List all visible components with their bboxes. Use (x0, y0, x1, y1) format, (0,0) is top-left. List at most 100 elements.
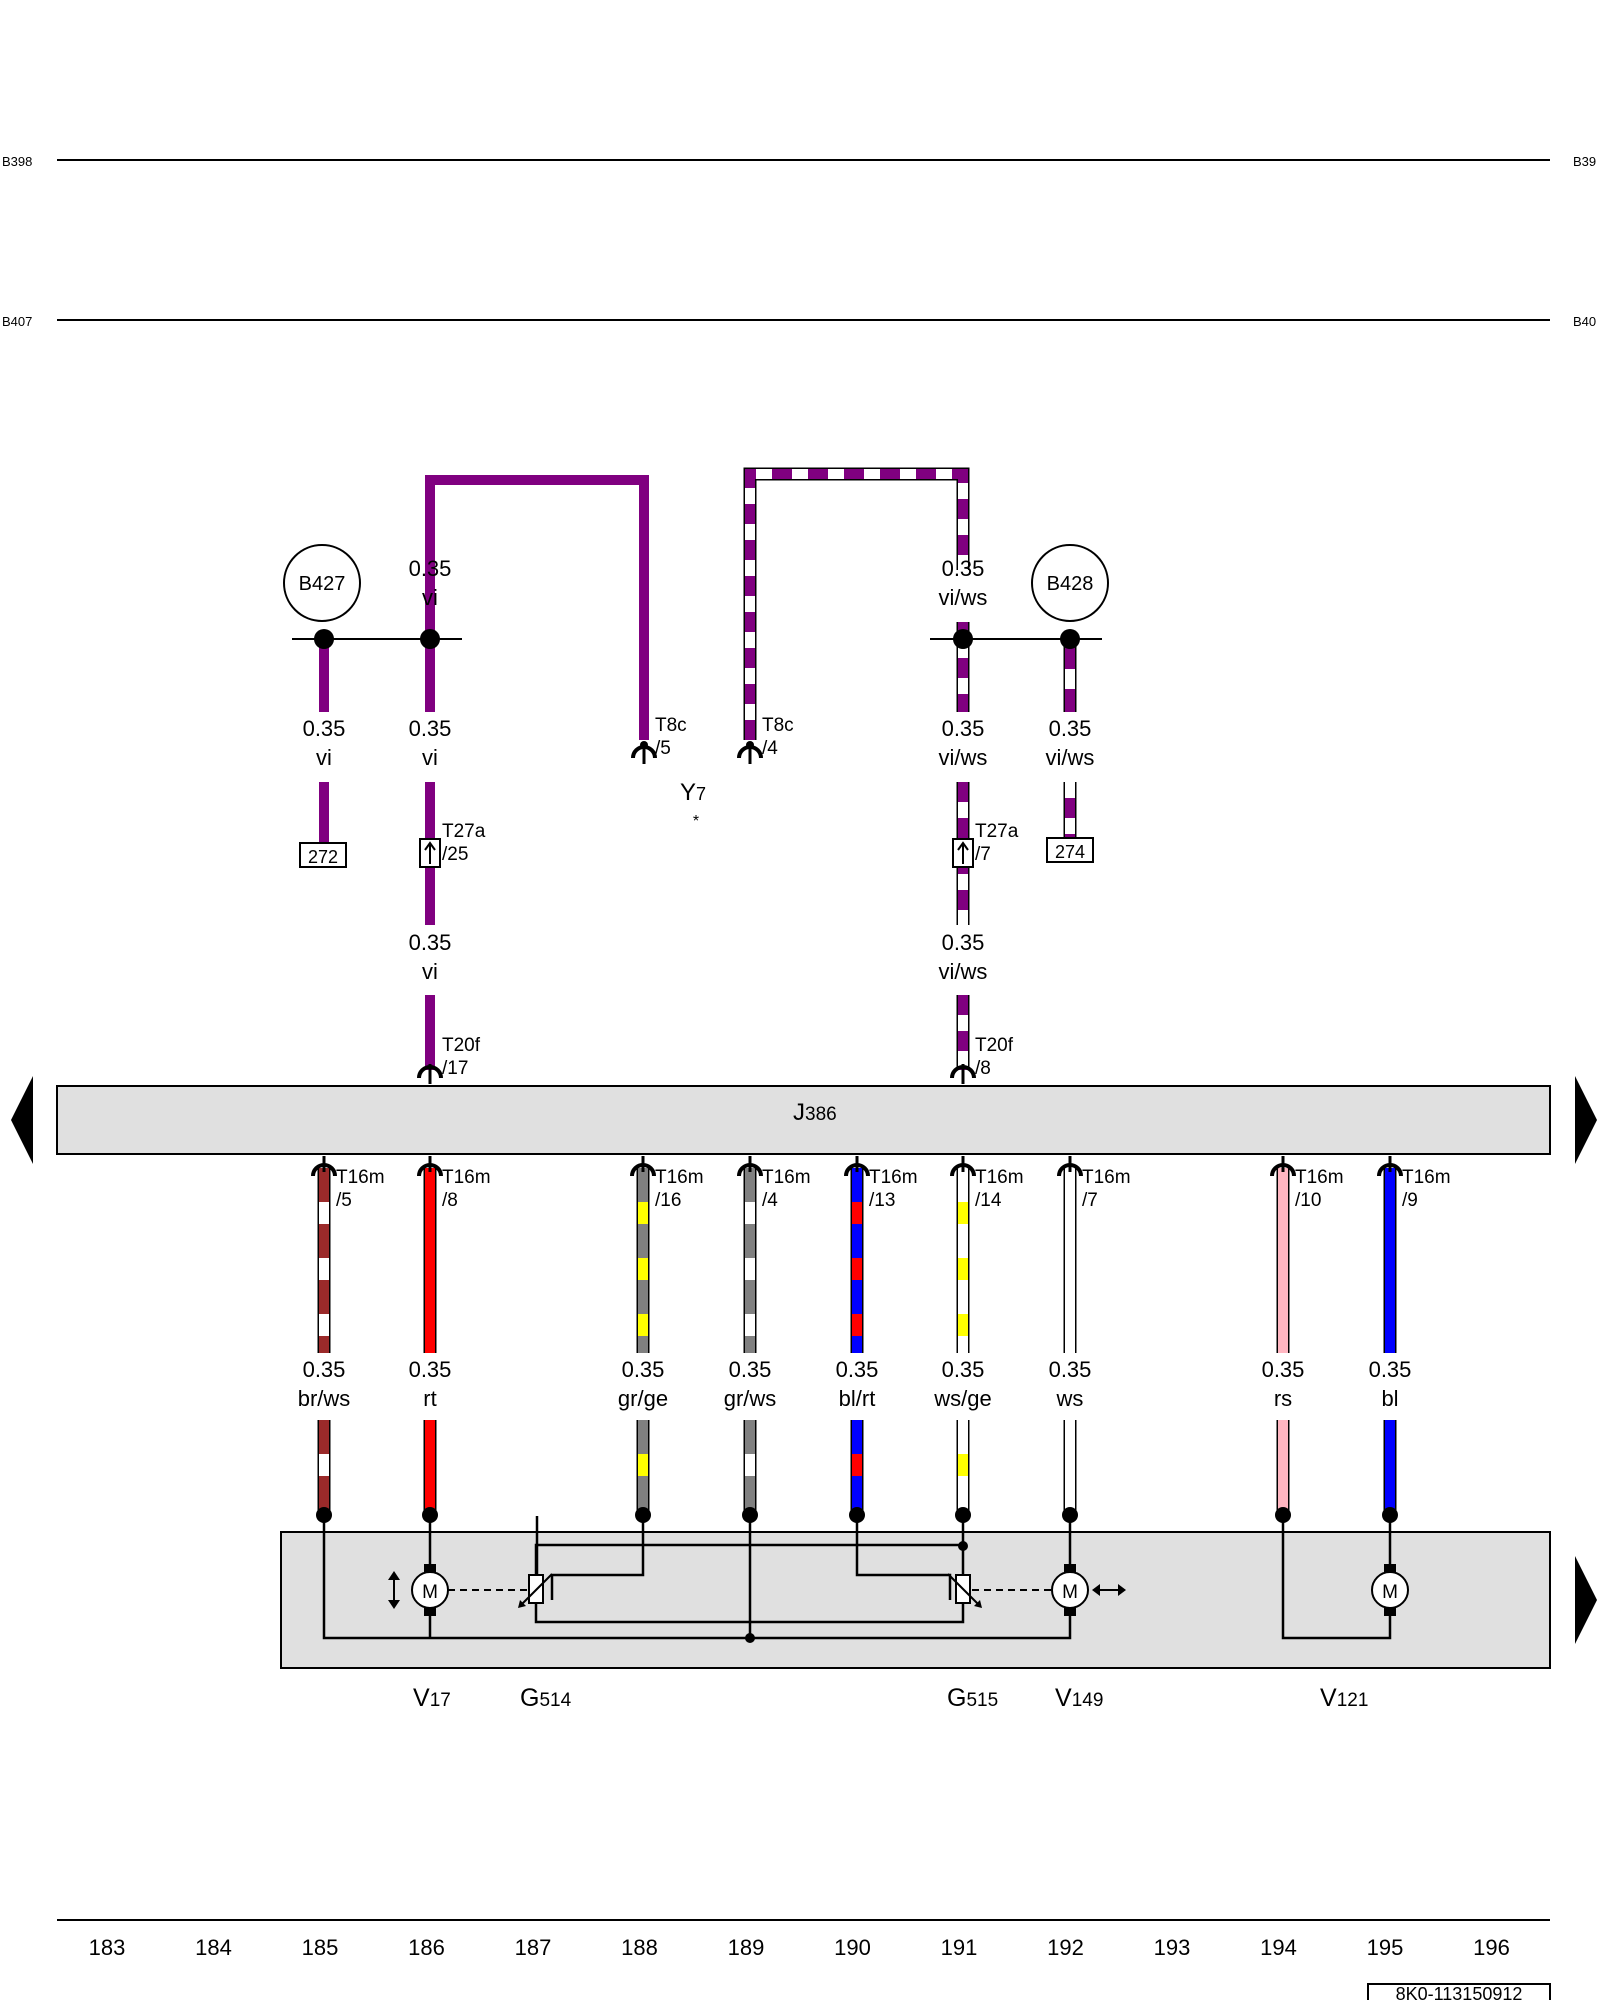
wire-size: 0.35 (409, 1357, 452, 1382)
wire-color: br/ws (298, 1386, 351, 1411)
wire-node (1062, 1507, 1078, 1523)
connector-pin: /5 (336, 1190, 352, 1211)
wire-color: ws/ge (933, 1386, 991, 1411)
ref-box-left (299, 842, 347, 868)
control-unit-j386: J386 (11, 1076, 1597, 1164)
connector-name: T16m (1295, 1167, 1344, 1188)
wire-color: vi (316, 745, 332, 770)
wire-size: 0.35 (303, 1357, 346, 1382)
path-number: 184 (195, 1935, 232, 1960)
wire-node (1275, 1507, 1291, 1523)
path-number: 194 (1260, 1935, 1297, 1960)
connector-name: T16m (655, 1167, 704, 1188)
path-number: 191 (941, 1935, 978, 1960)
wire-size: 0.35 (409, 930, 452, 955)
splice-label-right: B428 (1047, 573, 1094, 595)
bus-lines: B398 B39 B407 B40 (2, 154, 1596, 329)
connector-pin: /4 (762, 738, 778, 759)
wire-node (955, 1507, 971, 1523)
connector-pin: /14 (975, 1190, 1002, 1211)
connector-name: T16m (442, 1167, 491, 1188)
doc-code-box (1367, 1983, 1551, 2000)
path-number: 186 (408, 1935, 445, 1960)
path-number: 185 (302, 1935, 339, 1960)
wire-node (316, 1507, 332, 1523)
connector-pin: /13 (869, 1190, 895, 1211)
path-number: 189 (728, 1935, 765, 1960)
junction-dot (958, 1541, 968, 1551)
wire-color: vi/ws (939, 585, 988, 610)
connector-pin: /7 (975, 844, 991, 865)
path-number: 183 (89, 1935, 126, 1960)
wire-viws-loop-base (743, 467, 970, 740)
component-label: V121 (1320, 1684, 1368, 1712)
potentiometer-g514 (518, 1573, 553, 1608)
control-unit-box (56, 1085, 1551, 1155)
wire-size: 0.35 (942, 930, 985, 955)
connector-pin: /4 (762, 1190, 778, 1211)
lower-wire: T16m/13 0.35 bl/rt (836, 1156, 918, 1523)
path-number: 195 (1367, 1935, 1404, 1960)
connector-t20f-8 (950, 1064, 976, 1084)
upper-wiring: B427 B428 0.35 vi 0.35 vi/ws 0.35 vi 0.3… (283, 467, 1109, 1084)
connector-t20f-17 (417, 1064, 443, 1084)
potentiometer-g515 (947, 1573, 982, 1608)
wire-color: vi/ws (939, 959, 988, 984)
motor-v149: M (1051, 1564, 1126, 1616)
wire-size: 0.35 (622, 1357, 665, 1382)
path-number: 188 (621, 1935, 658, 1960)
connector-name: T16m (1402, 1167, 1451, 1188)
bus-label-top-right: B39 (1573, 154, 1596, 169)
wire-node (1382, 1507, 1398, 1523)
wire-color: vi/ws (1046, 745, 1095, 770)
component-label: V17 (413, 1684, 451, 1712)
motor-symbol: M (1382, 1582, 1398, 1603)
ref-box-right (1046, 837, 1094, 863)
wire-color: vi (422, 585, 438, 610)
connector-name: T16m (1082, 1167, 1131, 1188)
wire-color: vi (422, 959, 438, 984)
component-label: G514 (520, 1684, 572, 1712)
connector-t27a-25 (419, 838, 441, 868)
component-housing: M M M (280, 1516, 1597, 1669)
connector-name: T8c (762, 715, 794, 736)
connector-pin: /8 (442, 1190, 458, 1211)
wire-color: rs (1274, 1386, 1292, 1411)
internal-ground-a (322, 1516, 1072, 1640)
wire-color: ws (1056, 1386, 1084, 1411)
splice-circle-b427 (283, 544, 361, 622)
control-unit-label: J386 (793, 1099, 837, 1126)
wire-color: bl/rt (839, 1386, 876, 1411)
connector-pin: /16 (655, 1190, 681, 1211)
page-arrow-right-lower[interactable] (1575, 1556, 1597, 1644)
connector-name: T16m (336, 1167, 385, 1188)
motor-symbol: M (1062, 1582, 1078, 1603)
connector-name: T16m (762, 1167, 811, 1188)
lower-wire: T16m/5 0.35 br/ws (298, 1156, 385, 1523)
connector-pin: /9 (1402, 1190, 1418, 1211)
splice-circle-b428 (1031, 544, 1109, 622)
wire-node (742, 1507, 758, 1523)
connector-pin: /25 (442, 844, 468, 865)
wire-size: 0.35 (942, 716, 985, 741)
path-number: 187 (515, 1935, 552, 1960)
ref-label-left: 272 (308, 847, 338, 867)
wire-color: gr/ws (724, 1386, 777, 1411)
connector-name: T16m (869, 1167, 918, 1188)
wire-size: 0.35 (836, 1357, 879, 1382)
splice-node (314, 629, 334, 649)
page-arrow-left[interactable] (11, 1076, 33, 1164)
wire-size: 0.35 (1369, 1357, 1412, 1382)
connector-t27a-7 (952, 838, 974, 868)
page-arrow-right[interactable] (1575, 1076, 1597, 1164)
wire-node (849, 1507, 865, 1523)
wire-node (635, 1507, 651, 1523)
splice-node (953, 629, 973, 649)
bus-label-second-right: B40 (1573, 314, 1596, 329)
